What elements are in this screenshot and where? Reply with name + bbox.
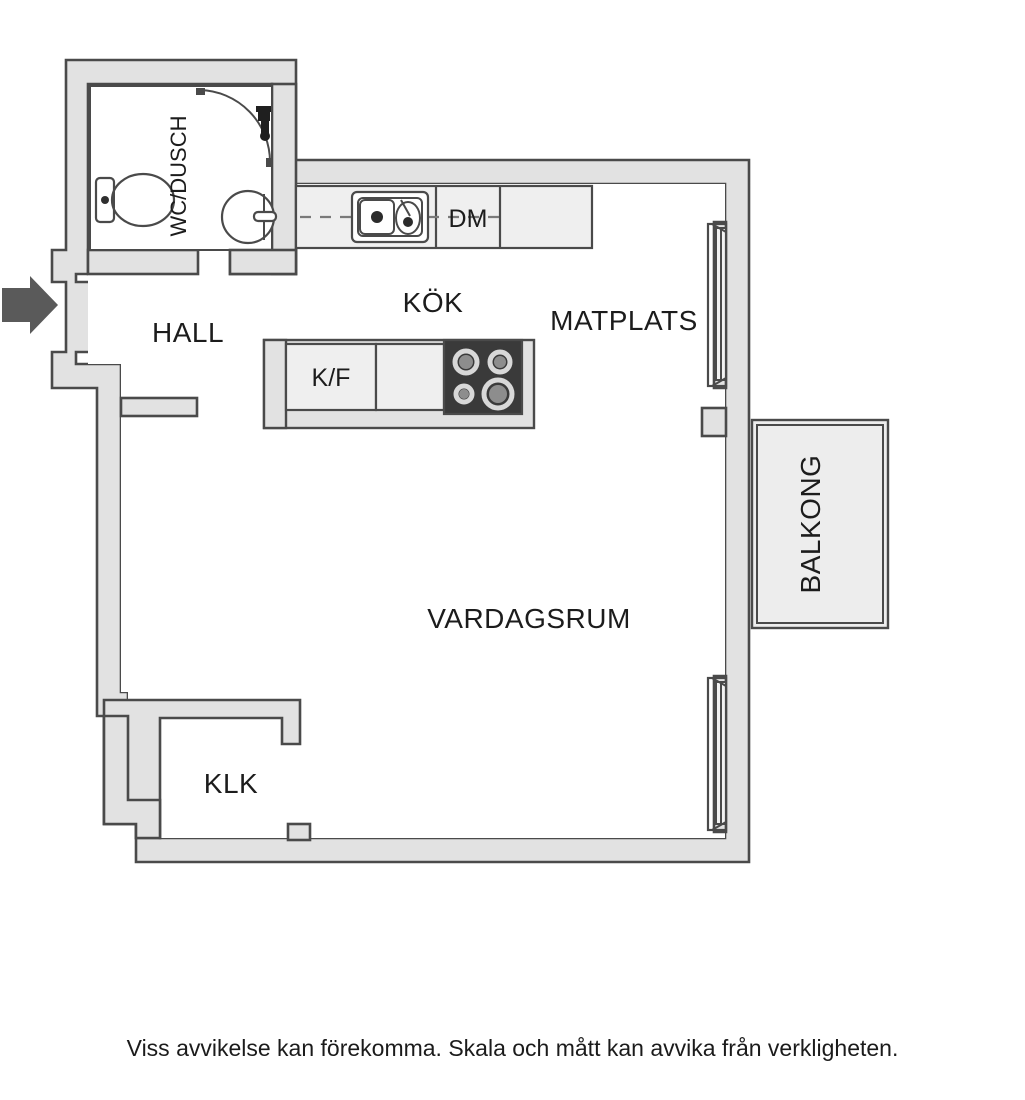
room-label-klk: KLK xyxy=(204,768,258,799)
room-label-matplats: MATPLATS xyxy=(550,305,698,336)
window-lower xyxy=(706,674,728,834)
room-label-vardagsrum: VARDAGSRUM xyxy=(427,603,631,634)
floor-plan-drawing: WC/DUSCH DM xyxy=(2,58,890,864)
appliance-label-kf: K/F xyxy=(312,364,351,392)
bottom-wall-pillar xyxy=(286,822,312,842)
toilet-fixture xyxy=(94,172,176,228)
room-label-hall: HALL xyxy=(152,317,224,348)
shower-mixer-fixture xyxy=(256,106,271,141)
room-label-kok: KÖK xyxy=(403,287,464,318)
klk-closet xyxy=(102,698,302,840)
scale-disclaimer: Viss avvikelse kan förekomma. Skala och … xyxy=(126,1035,899,1061)
kitchen-upper-counter xyxy=(294,184,594,250)
interior-floor-area xyxy=(88,184,725,838)
kitchen-counter-stub-wall xyxy=(228,248,298,276)
balcony: BALKONG xyxy=(750,418,890,630)
cooktop-burners xyxy=(452,348,515,411)
entrance-arrow xyxy=(2,276,58,334)
shower-curve-fixture xyxy=(196,88,273,167)
window-upper xyxy=(706,220,728,390)
room-label-balkong: BALKONG xyxy=(795,455,826,594)
room-label-wc-dusch: WC/DUSCH xyxy=(166,116,191,237)
bathroom-outline xyxy=(89,85,273,251)
washbasin-fixture xyxy=(220,189,278,245)
appliance-label-dm: DM xyxy=(449,205,488,233)
right-wall-jog-upper xyxy=(700,406,728,438)
kitchen-sink-fixture xyxy=(350,190,430,244)
bathroom-wall-right xyxy=(270,82,298,276)
bathroom-wall-bottom-left xyxy=(86,248,200,276)
hall-stub-wall-left xyxy=(119,396,199,418)
